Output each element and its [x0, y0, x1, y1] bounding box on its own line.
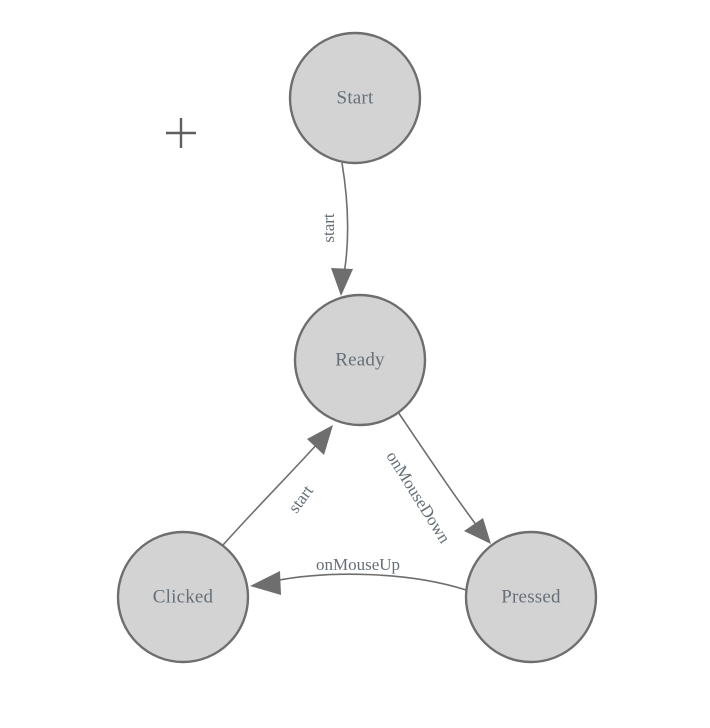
edge-pressed-to-clicked[interactable]: onMouseUp — [250, 555, 467, 595]
edge-clicked-to-ready[interactable]: start — [222, 425, 333, 546]
edge-path-start-to-ready[interactable] — [341, 162, 349, 285]
node-ready-circle[interactable] — [293, 293, 427, 427]
node-clicked[interactable]: Clicked — [116, 530, 250, 664]
arrowhead-pressed-to-clicked — [250, 571, 281, 595]
edge-path-pressed-to-clicked[interactable] — [273, 573, 467, 591]
node-ready[interactable]: Ready — [293, 293, 427, 427]
arrowhead-start-to-ready — [331, 268, 353, 296]
node-pressed[interactable]: Pressed — [464, 530, 598, 664]
plus-marker[interactable] — [166, 118, 196, 148]
edge-label-clicked-to-ready: start — [284, 481, 317, 516]
node-ready-label: Ready — [335, 349, 385, 370]
edge-ready-to-pressed[interactable]: onMouseDown — [383, 411, 491, 547]
node-clicked-label: Clicked — [153, 586, 214, 607]
edge-label-pressed-to-clicked: onMouseUp — [316, 555, 400, 574]
node-clicked-circle[interactable] — [116, 530, 250, 664]
arrowhead-clicked-to-ready — [307, 425, 333, 455]
node-pressed-circle[interactable] — [464, 530, 598, 664]
node-pressed-label: Pressed — [501, 586, 561, 607]
edge-path-ready-to-pressed[interactable] — [397, 411, 484, 535]
edge-label-start-to-ready: start — [319, 213, 338, 243]
edge-start-to-ready[interactable]: start — [319, 162, 353, 296]
node-start-circle[interactable] — [288, 31, 422, 165]
edge-label-ready-to-pressed: onMouseDown — [383, 448, 455, 547]
arrowhead-ready-to-pressed — [464, 518, 491, 544]
node-start[interactable]: Start — [288, 31, 422, 165]
node-start-label: Start — [337, 87, 374, 108]
edge-path-clicked-to-ready[interactable] — [222, 442, 319, 546]
